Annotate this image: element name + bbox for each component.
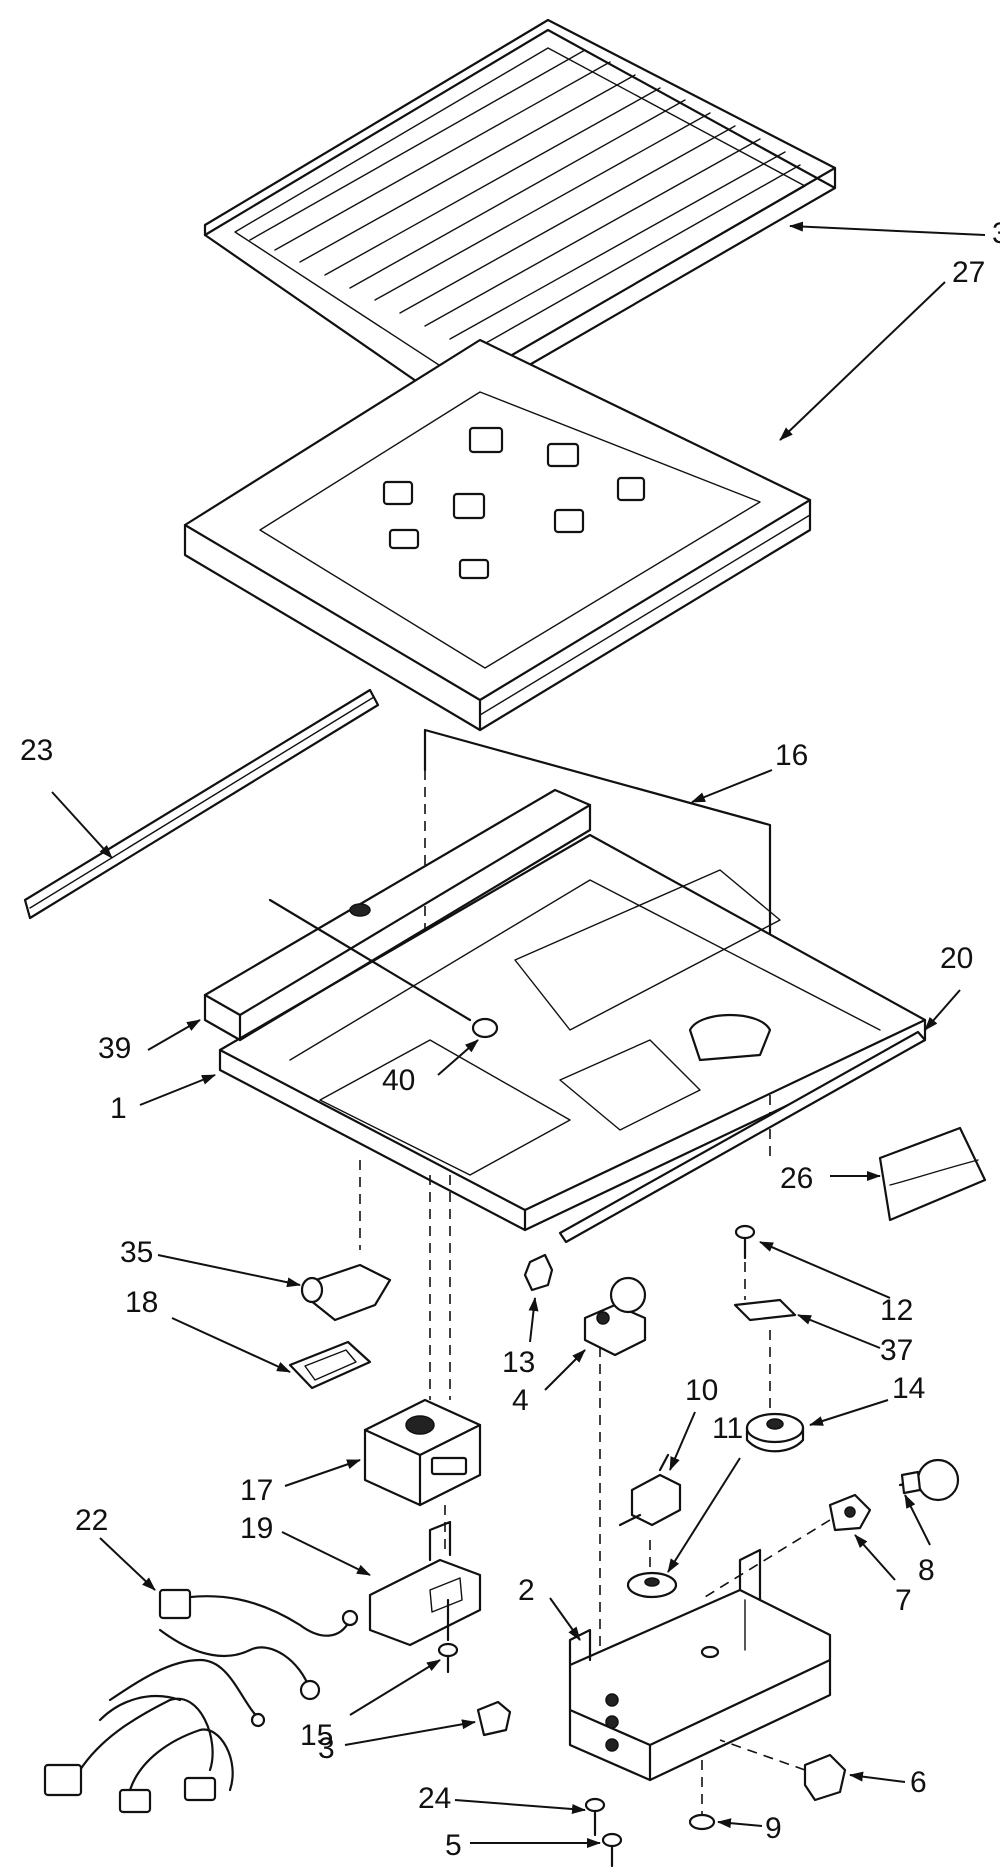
- leader-12: [759, 1241, 891, 1299]
- leader-22: [99, 1537, 156, 1591]
- part-9-washer: [688, 1760, 716, 1831]
- callout-11: 11: [712, 1412, 743, 1445]
- part-11-fan-blade: [626, 1540, 678, 1599]
- part-23-trim-strip: [23, 688, 380, 920]
- leader-7: [854, 1534, 896, 1581]
- part-27-freezer-tray: [183, 338, 812, 732]
- callout-37: 37: [880, 1334, 913, 1367]
- leader-13: [528, 1297, 539, 1343]
- part-5-screw: [601, 1832, 623, 1868]
- callout-16: 16: [775, 739, 808, 772]
- callout-8: 8: [918, 1554, 935, 1587]
- callout-1: 1: [110, 1092, 127, 1125]
- callout-4: 4: [512, 1384, 529, 1417]
- callout-22: 22: [75, 1504, 108, 1537]
- leader-18: [171, 1317, 291, 1373]
- leader-35: [157, 1254, 301, 1288]
- callout-5: 5: [445, 1829, 462, 1862]
- callout-10: 10: [685, 1374, 718, 1407]
- leader-4: [544, 1349, 586, 1391]
- callout-14: 14: [892, 1372, 925, 1405]
- part-13-clip: [523, 1253, 554, 1292]
- callout-18: 18: [125, 1286, 158, 1319]
- part-18-bezel: [288, 1340, 372, 1390]
- callout-20: 20: [940, 942, 973, 975]
- part-33-grille-shelf: [203, 18, 837, 410]
- callout-35: 35: [120, 1236, 153, 1269]
- leader-3: [344, 1719, 476, 1746]
- leader-20: [924, 989, 961, 1031]
- leader-9: [717, 1818, 763, 1829]
- callout-13: 13: [502, 1346, 535, 1379]
- callout-33: 33: [992, 217, 1000, 250]
- callout-27: 27: [952, 256, 985, 289]
- callout-3: 3: [318, 1732, 335, 1765]
- callout-7: 7: [895, 1584, 912, 1617]
- leader-40: [437, 1039, 479, 1076]
- callout-17: 17: [240, 1474, 273, 1507]
- callout-23: 23: [20, 734, 53, 767]
- leader-lines: [51, 221, 986, 1848]
- leader-2: [549, 1597, 581, 1641]
- leader-39: [147, 1019, 201, 1051]
- part-22-wiring-harness: [43, 1588, 359, 1814]
- callout-12: 12: [880, 1294, 913, 1327]
- part-39-front-rail: [203, 788, 592, 1042]
- part-4-motor-mount: [583, 1276, 647, 1700]
- leader-23: [51, 791, 113, 859]
- part-6-connector: [719, 1739, 847, 1802]
- callout-24: 24: [418, 1782, 451, 1815]
- leader-8: [904, 1494, 931, 1546]
- part-12-screw: [734, 1224, 756, 1260]
- leader-11: [667, 1457, 741, 1573]
- part-37-clip: [733, 1262, 797, 1322]
- part-14-fan-hub: [745, 1330, 805, 1453]
- callout-9: 9: [765, 1812, 782, 1845]
- part-24-screw: [584, 1797, 606, 1837]
- leader-15: [349, 1659, 441, 1716]
- part-10-switch: [618, 1453, 682, 1527]
- leader-6: [849, 1771, 906, 1783]
- part-3-clip: [476, 1700, 512, 1737]
- callout-39: 39: [98, 1032, 131, 1065]
- callout-2: 2: [518, 1574, 535, 1607]
- callout-40: 40: [382, 1064, 415, 1097]
- leader-16: [691, 769, 773, 803]
- leader-10: [669, 1411, 696, 1471]
- leader-1: [139, 1074, 216, 1106]
- part-20-strip: [558, 1030, 927, 1244]
- leader-37: [797, 1314, 881, 1349]
- part-7-lamp-socket: [699, 1493, 872, 1601]
- callout-15: 15: [300, 1719, 333, 1752]
- part-1-base-liner: [218, 833, 927, 1232]
- part-40-screw: [268, 898, 499, 1039]
- part-8-light-bulb: [898, 1458, 960, 1502]
- callout-6: 6: [910, 1766, 927, 1799]
- leader-17: [284, 1459, 361, 1487]
- part-2-chassis: [568, 1548, 832, 1782]
- part-35-knob: [300, 1160, 392, 1322]
- part-26-insulation: [878, 1126, 987, 1222]
- callout-26: 26: [780, 1162, 813, 1195]
- leader-19: [281, 1531, 371, 1576]
- leader-24: [454, 1799, 586, 1814]
- callout-19: 19: [240, 1512, 273, 1545]
- leader-14: [809, 1399, 889, 1426]
- callout-labels: 33 27 23 16 20 39 1 40 26 35 18 13 4 12 …: [20, 217, 1000, 1862]
- leader-27: [779, 281, 946, 441]
- leader-33: [789, 221, 986, 236]
- part-17-control-housing: [363, 1175, 482, 1507]
- part-19-bracket: [368, 1505, 482, 1647]
- part-15-screw: [437, 1598, 459, 1674]
